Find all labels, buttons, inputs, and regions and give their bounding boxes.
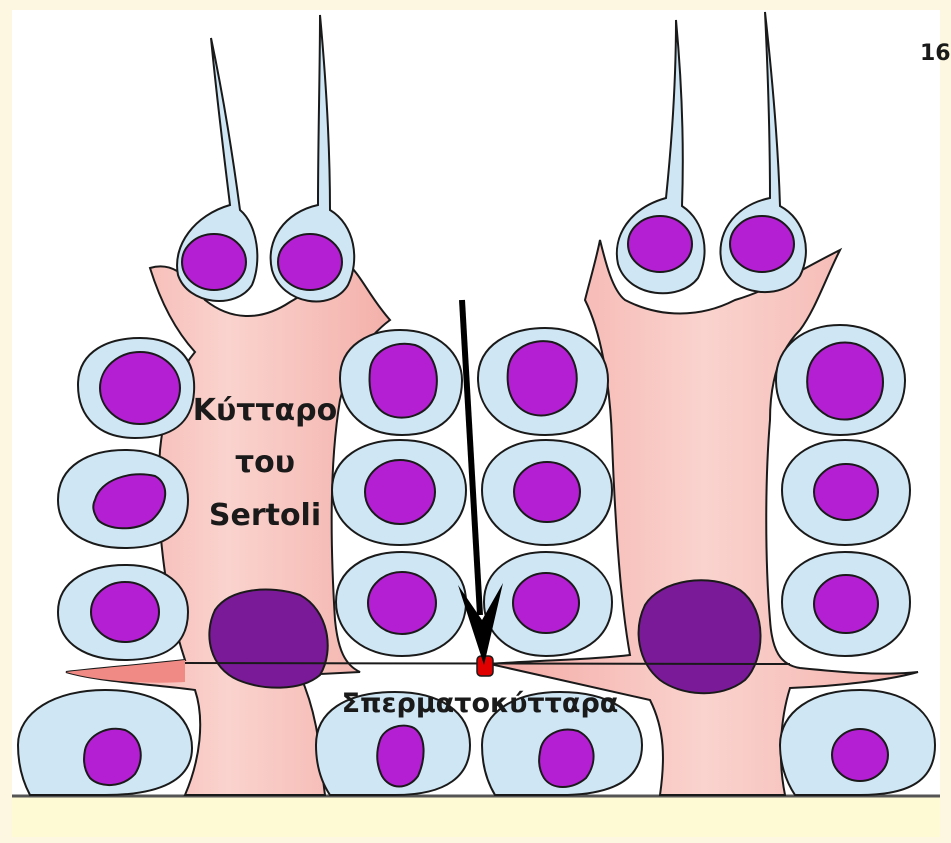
germ-cell [782, 440, 910, 545]
spermatogonium [780, 690, 935, 795]
sertoli-label-line3: Sertoli [209, 498, 321, 533]
germ-cell [332, 440, 466, 545]
sertoli-nucleus-right [639, 580, 761, 693]
germ-cell [484, 552, 612, 656]
germ-cell [482, 440, 612, 545]
sertoli-label-line1: Κύτταρο [193, 393, 338, 428]
sertoli-label-line2: του [235, 445, 295, 480]
germ-cell [340, 330, 462, 435]
germ-cell [776, 325, 905, 435]
germ-cell [58, 565, 188, 660]
germ-cell [782, 552, 910, 656]
spermatocytes-label: Σπερματοκύτταρα [342, 688, 619, 719]
spermatogonium [18, 690, 192, 795]
germ-cell [336, 552, 466, 656]
sertoli-nucleus-left [209, 590, 327, 688]
page-number: 16 [920, 41, 951, 66]
germ-cell [78, 338, 194, 438]
germ-cell [478, 328, 608, 435]
germ-cell [58, 450, 188, 548]
footer-band [12, 795, 940, 837]
